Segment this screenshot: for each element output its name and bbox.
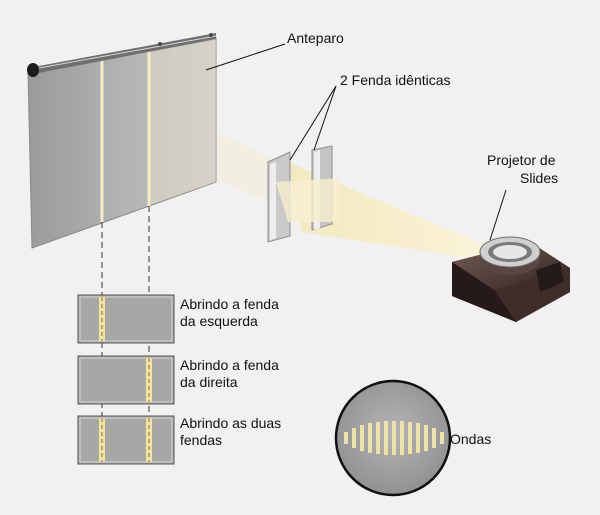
label-pattern-1-line1: Abrindo a fenda bbox=[180, 296, 279, 312]
leader-slit-right bbox=[313, 85, 337, 151]
screen-knob-icon bbox=[27, 63, 39, 77]
leader-slit-left bbox=[289, 85, 337, 161]
label-slits: 2 Fenda idênticas bbox=[340, 72, 451, 88]
label-pattern-1-line2: da esquerda bbox=[180, 313, 258, 329]
label-pattern-3-line2: fendas bbox=[180, 432, 223, 448]
leader-projector bbox=[489, 189, 507, 241]
label-projector-line2: Slides bbox=[520, 170, 559, 186]
label-pattern-2-line1: Abrindo a fenda bbox=[180, 357, 279, 373]
pattern-left-slit bbox=[77, 294, 175, 344]
label-projector-line1: Projetor de bbox=[487, 152, 556, 168]
label-screen: Anteparo bbox=[287, 30, 344, 46]
pattern-right-slit bbox=[77, 355, 175, 405]
slits bbox=[267, 145, 340, 243]
pattern-both-slits bbox=[77, 415, 175, 465]
leader-screen bbox=[205, 43, 286, 71]
slide-projector bbox=[452, 236, 570, 322]
waves-interference bbox=[334, 379, 452, 497]
label-pattern-2-line2: da direita bbox=[180, 374, 238, 390]
label-pattern-3-line1: Abrindo as duas bbox=[180, 415, 282, 431]
label-waves: Ondas bbox=[450, 431, 492, 447]
screen bbox=[27, 33, 217, 249]
